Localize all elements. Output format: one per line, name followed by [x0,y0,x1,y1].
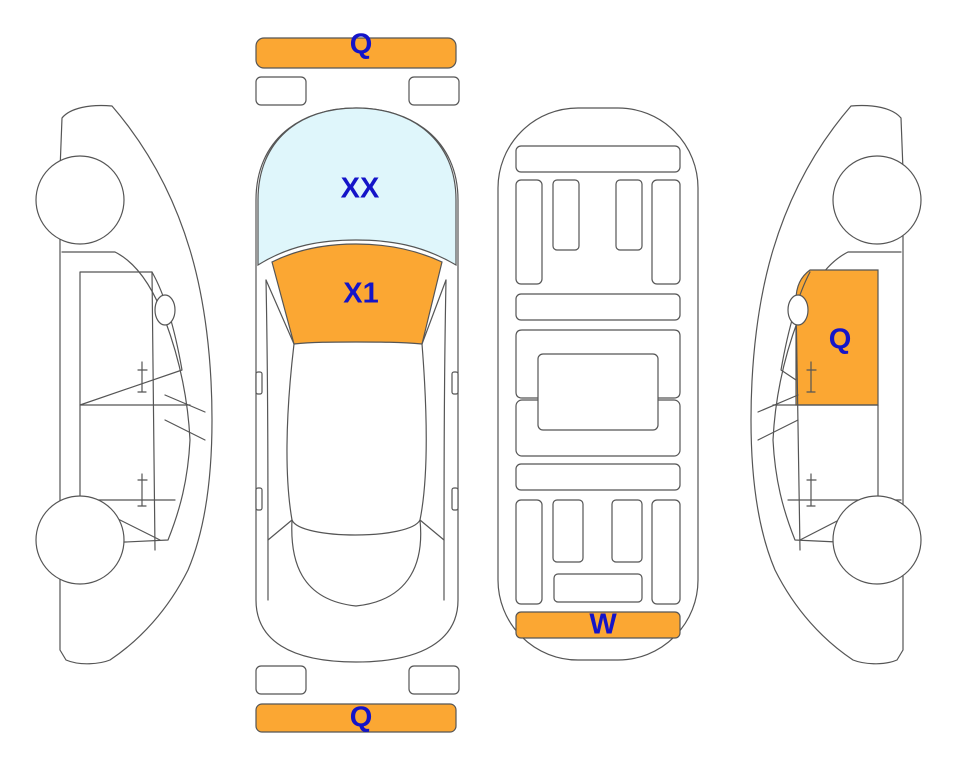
left-side-roofline [61,251,191,546]
right-side-rear-wheel [832,495,922,585]
top-view-handle-left [255,487,263,511]
underbody-panel-rear-crossbar [553,573,643,603]
right-side-pillar [795,299,801,551]
underbody-panel-front-left [515,179,543,285]
underbody-panel-center-box [537,353,659,431]
underbody-rear-label: W [589,609,617,641]
hood-label: X1 [343,278,378,310]
top-view-body [255,107,459,663]
underbody-panel-front-bar [515,145,681,173]
zone-front-bumper[interactable] [255,37,457,69]
right-side-view [750,104,922,665]
underbody-view [497,107,699,661]
top-view [255,37,460,733]
underbody-panel-front-inner-left [552,179,580,251]
top-view-headlight-right [408,76,460,106]
top-view-mirror-left [255,371,263,395]
top-view-handle-right [451,487,459,511]
rear-bumper-label: Q [350,702,373,734]
right-side-front-wheel [832,155,922,245]
top-view-headlight-left [255,76,307,106]
front-bumper-label: Q [350,29,373,61]
zone-hood[interactable] [271,243,443,345]
windshield-label: XX [341,173,380,205]
underbody-panel-rear-right [651,499,681,605]
underbody-panel-rear-bar [515,463,681,491]
left-side-view [35,104,213,665]
left-side-door-handle-rear [137,473,148,507]
underbody-panel-rear-inner-left [552,499,584,563]
zone-underbody-rear[interactable] [515,611,681,639]
underbody-panel-front-inner-right [615,179,643,251]
top-view-mirror-right [451,371,459,395]
right-side-door-handle-front [806,361,817,393]
left-side-rear-wheel [35,495,125,585]
zone-windshield[interactable] [257,107,457,267]
top-view-roof [286,343,427,536]
top-view-c-pillars [267,519,445,541]
top-view-taillight-right [408,665,460,695]
left-side-mirror [154,294,176,326]
left-side-front-wheel [35,155,125,245]
right-front-door-label: Q [829,324,852,356]
right-side-mirror [787,294,809,326]
underbody-panel-rear-inner-right [611,499,643,563]
zone-rear-bumper[interactable] [255,703,457,733]
left-side-door-handle-front [137,361,148,393]
top-view-side-lines [265,279,447,601]
left-side-pillar [151,271,156,551]
top-view-a-pillars [265,279,447,345]
underbody-panel-mid-bar [515,293,681,321]
right-side-door-handle-rear [806,473,817,507]
top-view-rear-window [291,519,422,607]
top-view-taillight-left [255,665,307,695]
underbody-panel-rear-left [515,499,543,605]
underbody-panel-front-right [651,179,681,285]
